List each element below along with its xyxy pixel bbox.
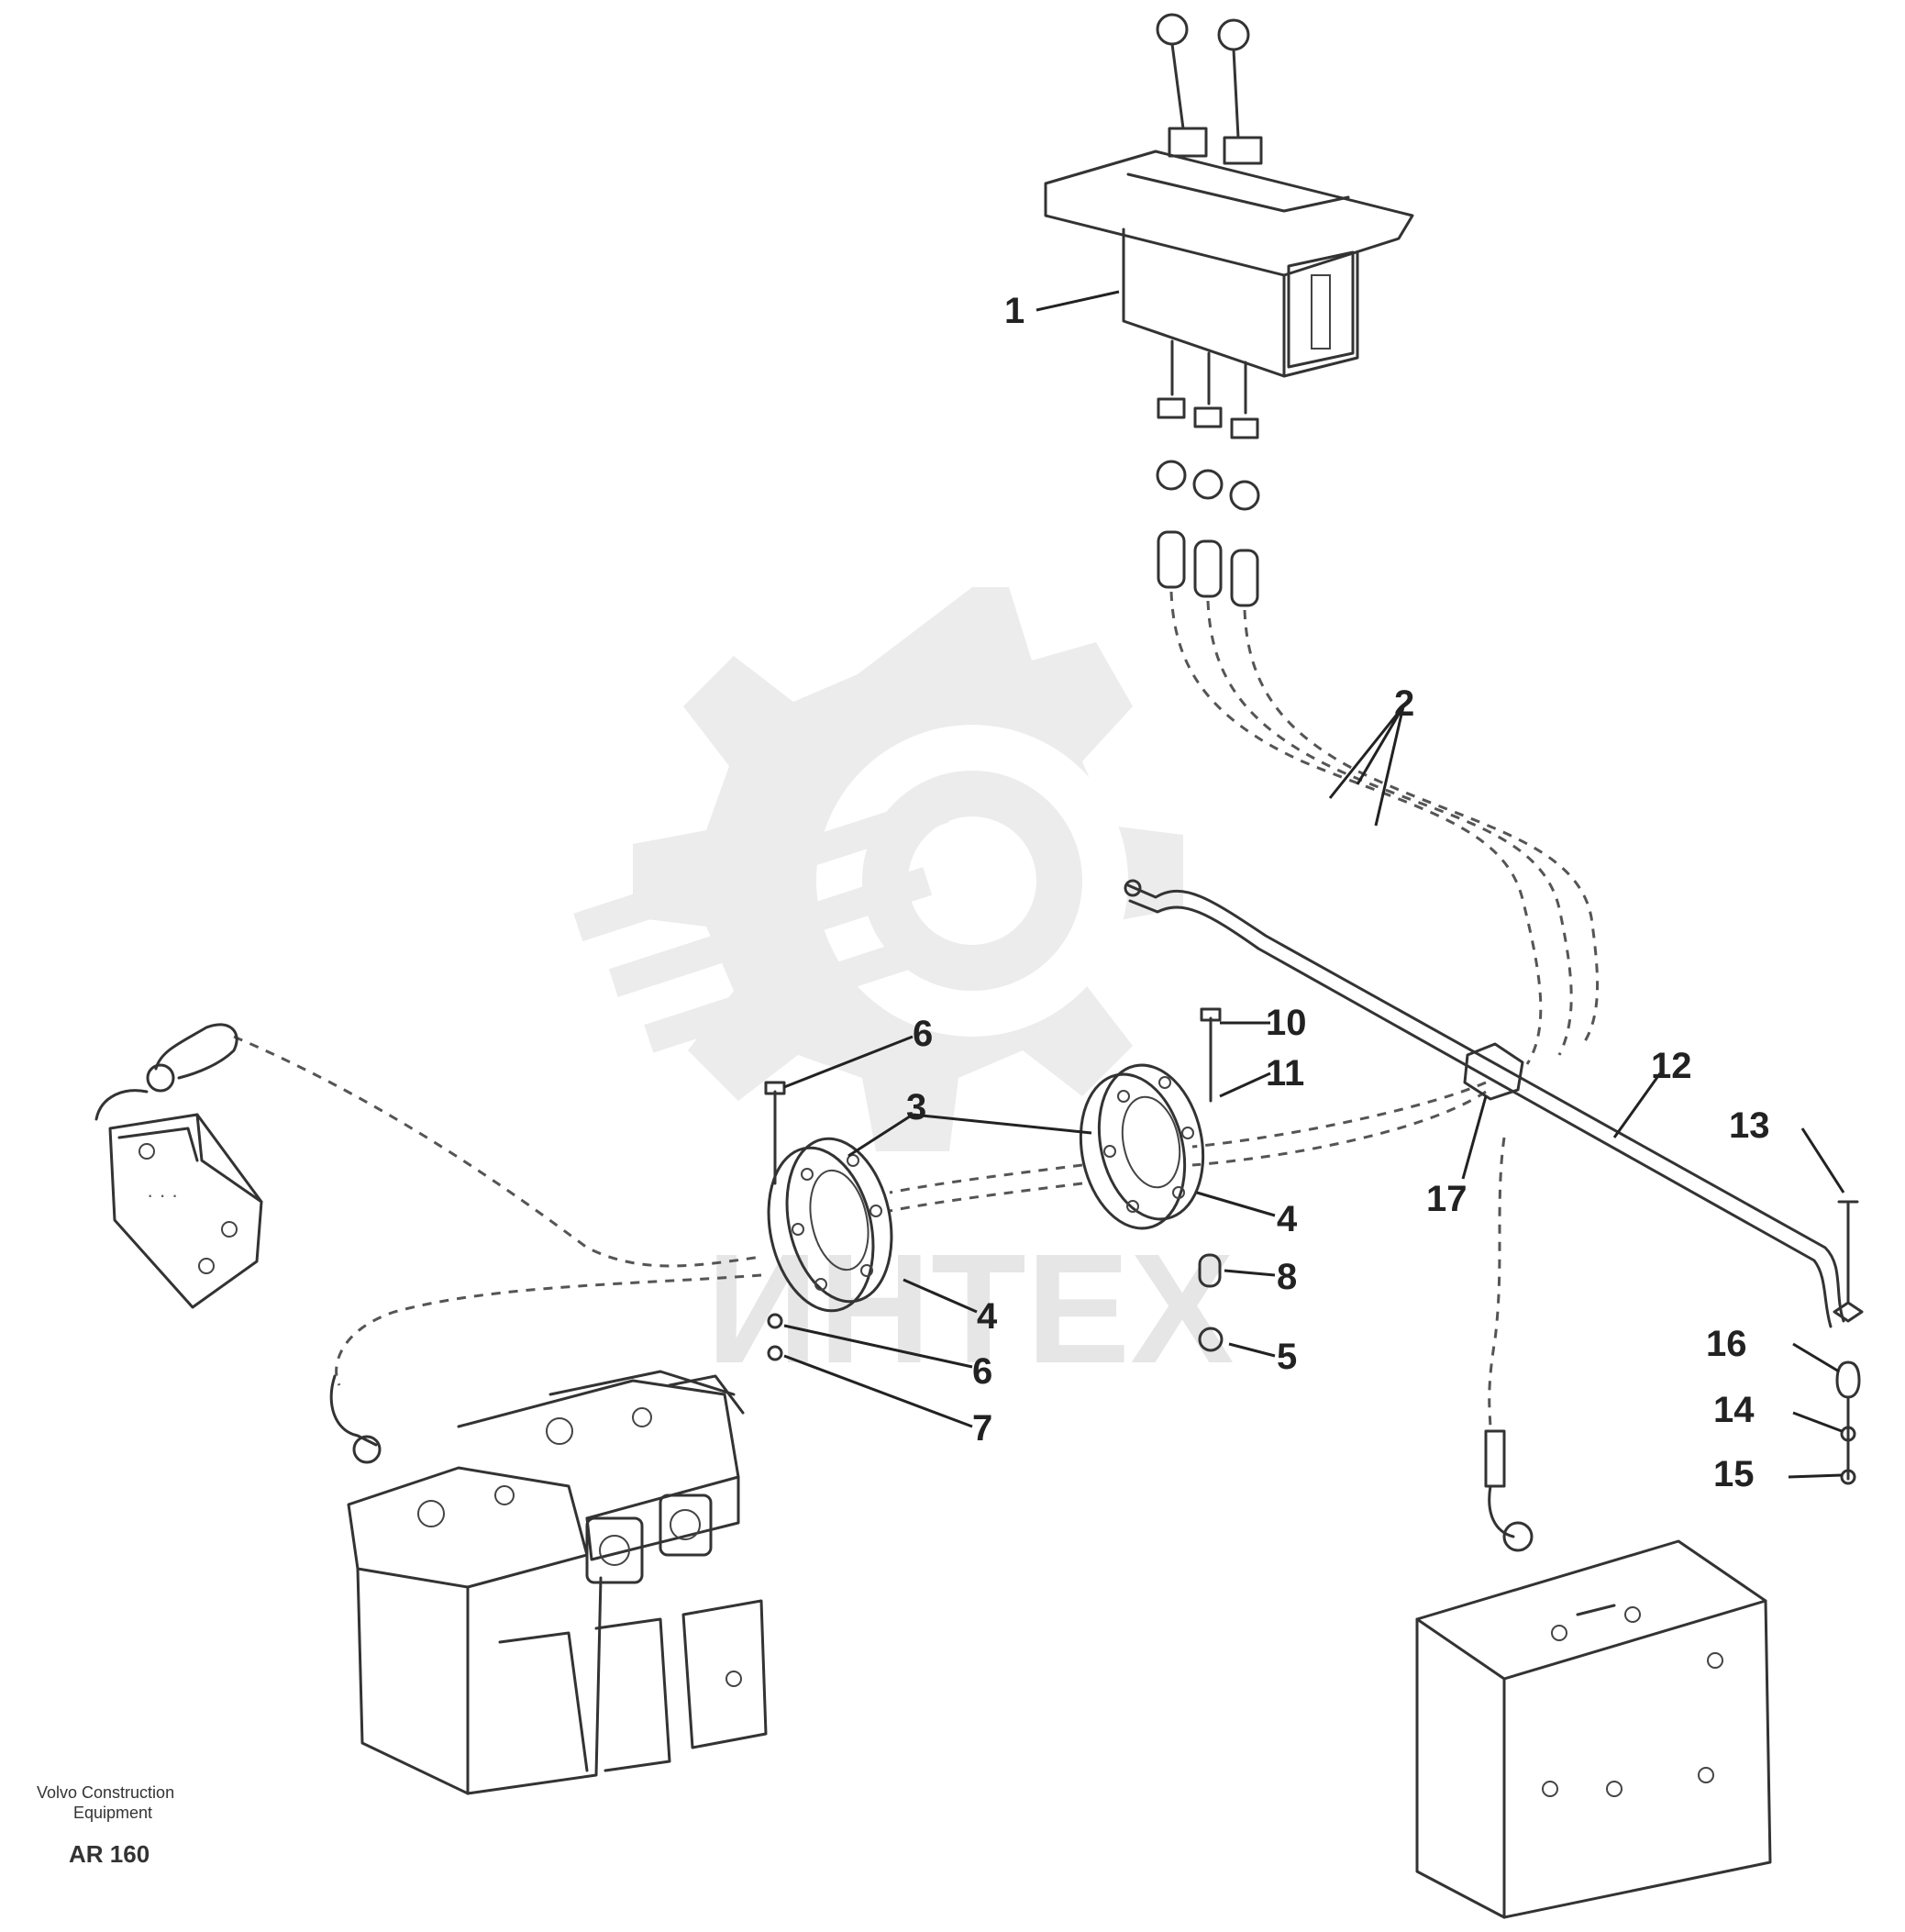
footer-line-2: Equipment <box>73 1804 152 1822</box>
watermark-gear-logo <box>573 587 1183 1151</box>
callout-6b: 6 <box>972 1351 992 1392</box>
callout-4a: 4 <box>977 1296 998 1337</box>
flange-plate-left <box>764 1081 893 1361</box>
callout-12: 12 <box>1651 1046 1692 1086</box>
figure-code: AR 160 <box>69 1840 150 1868</box>
callout-labels: 1 2 3 4 4 5 6 6 7 8 10 11 12 13 14 15 16… <box>906 291 1770 1494</box>
callout-3: 3 <box>906 1087 926 1127</box>
lower-right-valve <box>1415 1429 1772 1919</box>
callout-10: 10 <box>1266 1003 1307 1043</box>
callout-11: 11 <box>1266 1053 1304 1094</box>
hose-lines <box>233 591 1600 1432</box>
main-control-valve <box>329 1370 768 1795</box>
flange-plate-right <box>1079 1007 1224 1352</box>
svg-text:· · ·: · · · <box>147 1183 178 1206</box>
leader-lines <box>783 290 1845 1479</box>
callout-4b: 4 <box>1277 1199 1298 1239</box>
footer-line-1: Volvo Construction <box>37 1783 174 1802</box>
hose-fittings <box>1156 339 1260 607</box>
callout-17: 17 <box>1426 1179 1468 1219</box>
callout-6a: 6 <box>913 1014 933 1054</box>
callout-8: 8 <box>1277 1257 1297 1297</box>
callout-13: 13 <box>1729 1105 1770 1146</box>
callout-5: 5 <box>1277 1337 1297 1377</box>
callout-2: 2 <box>1394 683 1414 724</box>
footer-credit: Volvo Construction Equipment AR 160 <box>37 1783 174 1868</box>
control-lever-unit <box>1044 13 1414 607</box>
callout-14: 14 <box>1713 1390 1755 1430</box>
callout-1: 1 <box>1004 291 1024 331</box>
pilot-valve-left: · · · <box>94 1023 263 1309</box>
callout-15: 15 <box>1713 1454 1755 1494</box>
callout-7: 7 <box>972 1408 992 1449</box>
callout-16: 16 <box>1706 1324 1747 1364</box>
steel-tube <box>1124 879 1864 1485</box>
